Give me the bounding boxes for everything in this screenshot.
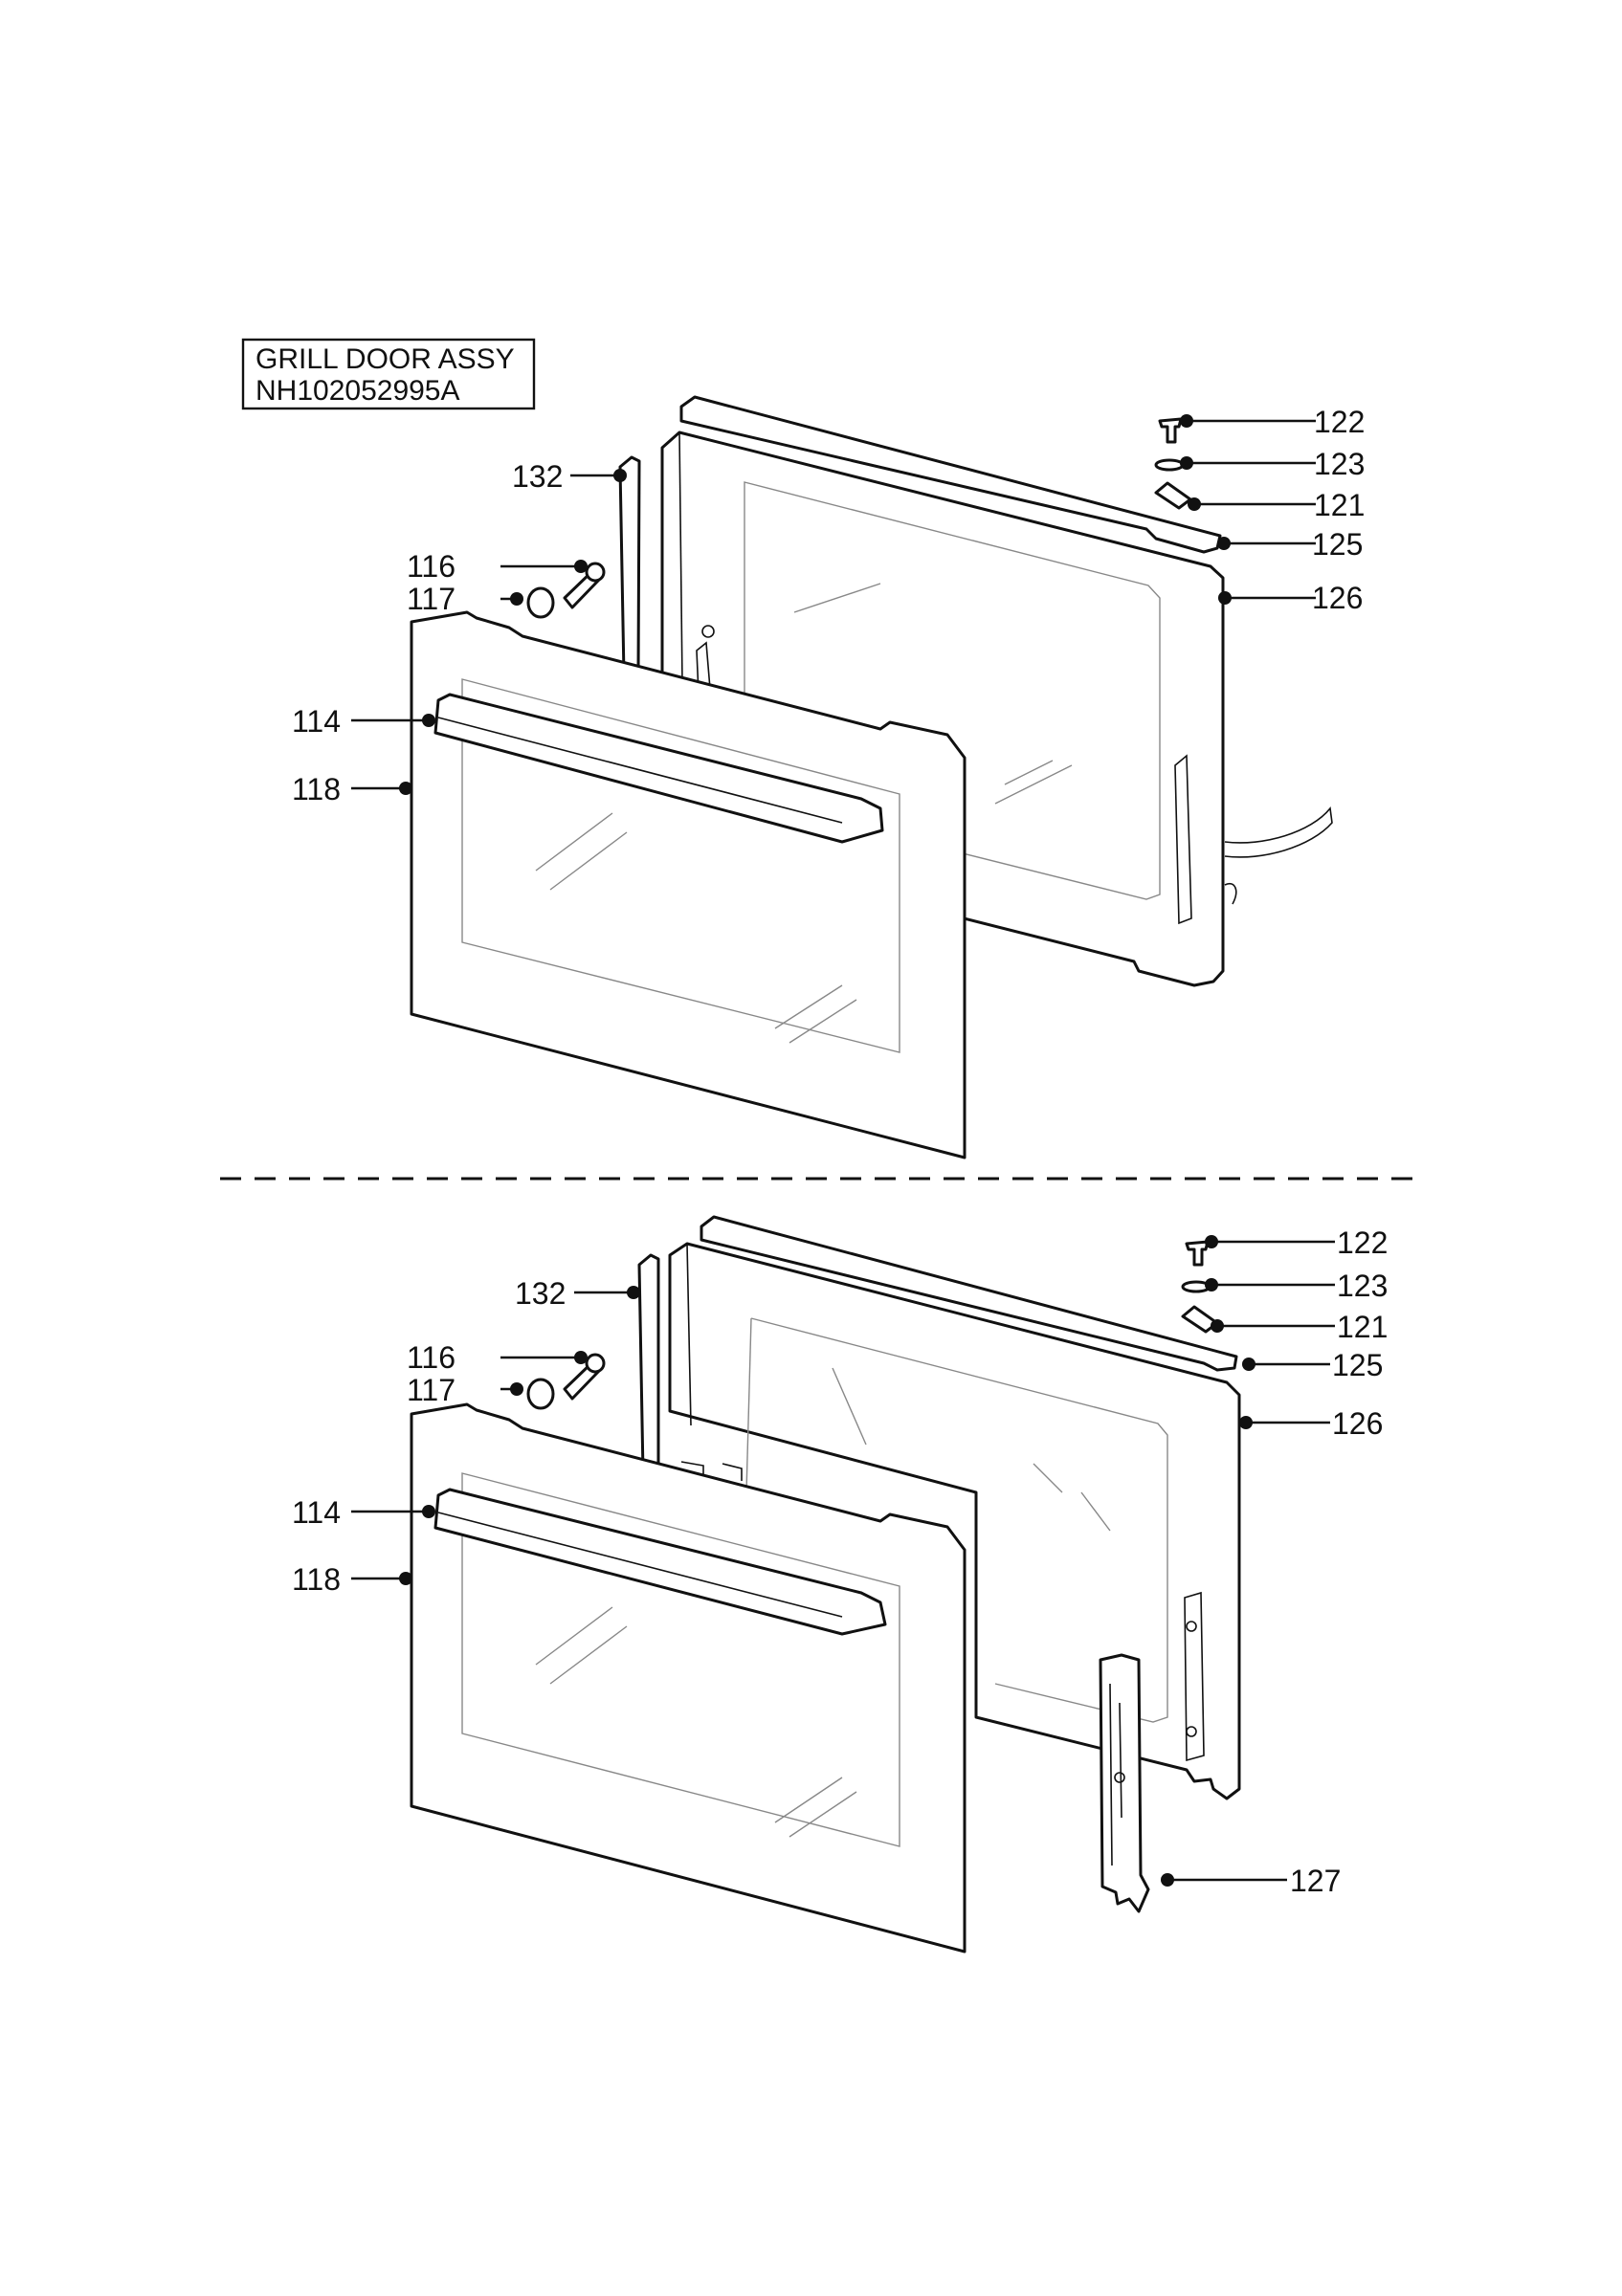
- upper-top-strip: [679, 395, 1222, 554]
- upper-label-118: 118: [292, 772, 341, 806]
- upper-assembly: [410, 395, 1333, 1159]
- upper-label-121: 121: [1314, 488, 1365, 522]
- upper-label-123: 123: [1314, 447, 1365, 481]
- lower-label-132: 132: [515, 1276, 566, 1311]
- upper-handle-114: [433, 693, 884, 844]
- upper-labels: 122 123 121 125 126 132 116 117 114 118: [292, 405, 1365, 806]
- upper-label-125: 125: [1312, 527, 1363, 562]
- lower-washer-117: [526, 1378, 555, 1410]
- lower-label-116: 116: [407, 1340, 455, 1375]
- lower-assembly: [410, 1215, 1241, 1954]
- lower-front-door-118: [410, 1402, 967, 1954]
- upper-washer-117: [526, 586, 555, 619]
- lower-label-114: 114: [292, 1495, 341, 1530]
- upper-washer-123: [1154, 458, 1185, 472]
- lower-label-125: 125: [1332, 1348, 1383, 1382]
- lower-inner-frame: [668, 1242, 1241, 1800]
- lower-leaders: [351, 1235, 1335, 1887]
- upper-screw-122: [1158, 417, 1183, 444]
- upper-label-114: 114: [292, 704, 341, 739]
- lower-top-strip: [700, 1215, 1238, 1372]
- upper-leaders: [351, 414, 1316, 795]
- lower-label-121: 121: [1337, 1310, 1388, 1344]
- lower-label-123: 123: [1337, 1269, 1388, 1303]
- lower-label-127: 127: [1290, 1864, 1341, 1898]
- lower-label-117: 117: [407, 1373, 455, 1407]
- lower-gasket-132: [637, 1253, 660, 1475]
- upper-label-117: 117: [407, 582, 455, 616]
- upper-label-122: 122: [1314, 405, 1365, 439]
- lower-label-118: 118: [292, 1562, 341, 1597]
- lower-labels: 122 123 121 125 126 132 116 117 114 118 …: [292, 1225, 1388, 1898]
- title-box: GRILL DOOR ASSY NH102052995A: [241, 338, 536, 410]
- lower-label-122: 122: [1337, 1225, 1388, 1260]
- lower-handle-114: [433, 1488, 887, 1636]
- lower-label-126: 126: [1332, 1406, 1383, 1441]
- lower-screw-122: [1185, 1240, 1210, 1267]
- title-line-1: GRILL DOOR ASSY: [256, 343, 515, 375]
- upper-label-132: 132: [512, 459, 563, 494]
- upper-gasket-132: [618, 455, 641, 677]
- title-line-2: NH102052995A: [256, 375, 460, 407]
- upper-clip-121: [1154, 481, 1192, 510]
- upper-label-116: 116: [407, 549, 455, 584]
- upper-label-126: 126: [1312, 581, 1363, 615]
